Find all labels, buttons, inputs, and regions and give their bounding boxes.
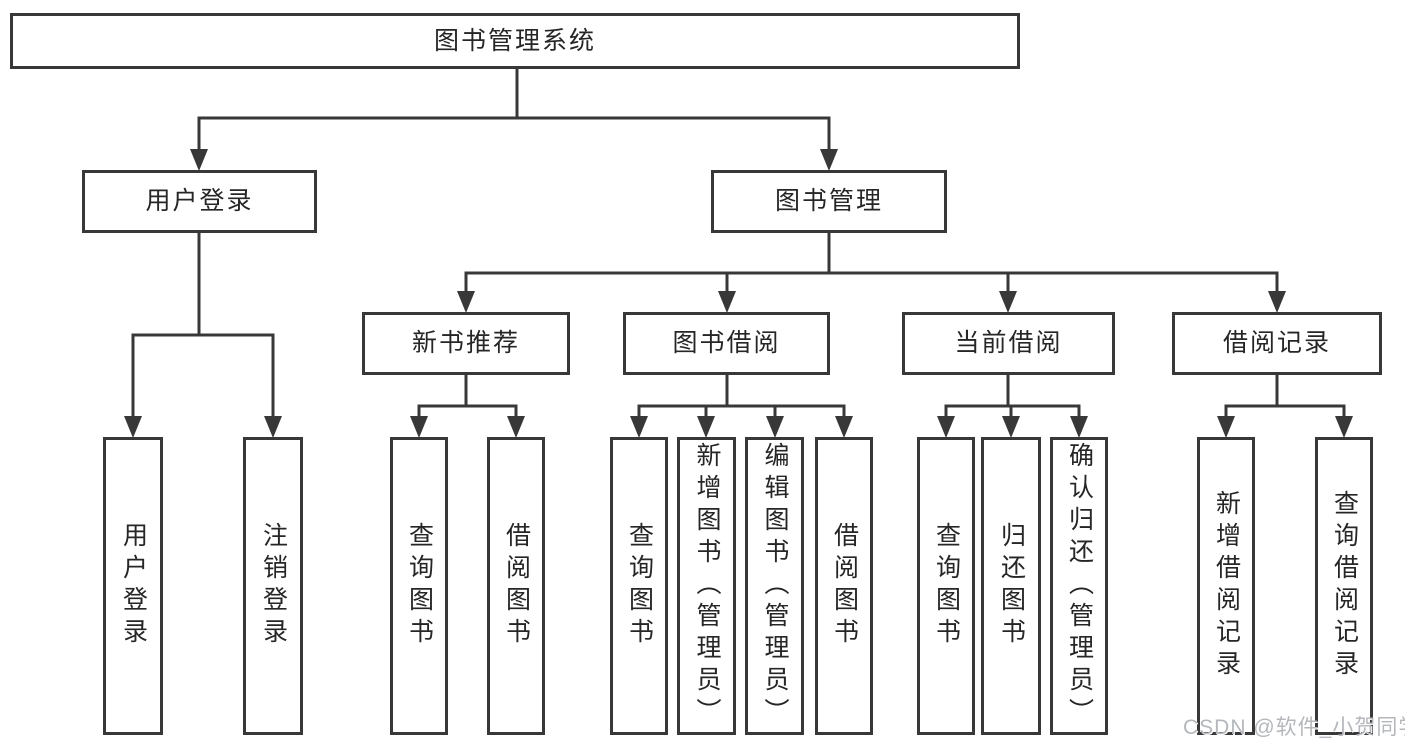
csdn-watermark: CSDN @软件_小贺同学 [1183,716,1405,739]
leaf-return-book-box: 归还图书 [981,437,1041,735]
book-borrow-label: 图书借阅 [672,329,781,357]
leaf-borrow-book-box-2: 借阅图书 [815,437,873,735]
book-management-box: 图书管理 [711,170,947,233]
leaf-borrow-book-label-1: 借阅图书 [502,522,531,650]
leaf-query-book-label-3: 查询图书 [932,522,961,650]
leaf-user-login-label: 用户登录 [119,522,148,650]
user-login-box: 用户登录 [82,170,317,233]
leaf-query-book-box-1: 查询图书 [390,437,448,735]
leaf-borrow-book-box-1: 借阅图书 [487,437,545,735]
leaf-logout-box: 注销登录 [243,437,303,735]
leaf-add-borrow-record-box: 新增借阅记录 [1197,437,1255,735]
leaf-query-borrow-record-label: 查询借阅记录 [1330,490,1359,682]
leaf-add-borrow-record-label: 新增借阅记录 [1212,490,1241,682]
leaf-borrow-book-label-2: 借阅图书 [830,522,859,650]
leaf-confirm-return-admin-label: 确认归还（管理员） [1065,442,1094,730]
current-borrow-label: 当前借阅 [954,329,1063,357]
leaf-query-borrow-record-box: 查询借阅记录 [1315,437,1373,735]
leaf-edit-book-admin-box: 编辑图书（管理员） [745,437,804,735]
system-root-label: 图书管理系统 [433,26,596,55]
leaf-return-book-label: 归还图书 [997,522,1026,650]
system-root-box: 图书管理系统 [10,13,1020,69]
leaf-edit-book-admin-label: 编辑图书（管理员） [761,442,789,730]
leaf-query-book-label-1: 查询图书 [405,522,434,650]
leaf-confirm-return-admin-box: 确认归还（管理员） [1050,437,1108,735]
current-borrow-box: 当前借阅 [902,312,1115,375]
leaf-user-login-box: 用户登录 [103,437,163,735]
leaf-add-book-admin-label: 新增图书（管理员） [693,442,721,730]
borrow-record-label: 借阅记录 [1222,329,1331,357]
book-borrow-box: 图书借阅 [623,312,830,375]
book-management-label: 图书管理 [774,187,883,215]
leaf-query-book-box-2: 查询图书 [610,437,668,735]
arrowheads [124,149,1353,438]
leaf-logout-label: 注销登录 [259,522,288,650]
user-login-label: 用户登录 [145,187,254,215]
leaf-query-book-label-2: 查询图书 [625,522,654,650]
borrow-record-box: 借阅记录 [1172,312,1382,375]
leaf-query-book-box-3: 查询图书 [917,437,975,735]
leaf-add-book-admin-box: 新增图书（管理员） [677,437,736,735]
new-book-recommend-label: 新书推荐 [411,329,520,357]
new-book-recommend-box: 新书推荐 [362,312,570,375]
